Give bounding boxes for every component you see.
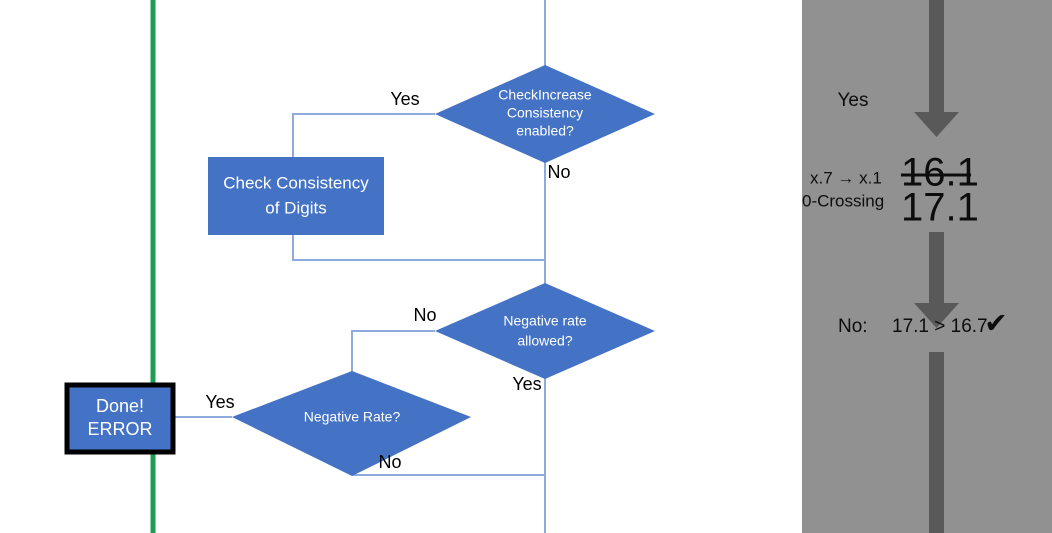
edge-label-check-increase-yes: Yes: [390, 89, 419, 109]
panel-yes-label: Yes: [838, 90, 869, 111]
node-negative-rate-allowed-shape: [435, 283, 655, 379]
node-check-increase-consistency[interactable]: CheckIncrease Consistency enabled?: [435, 65, 655, 163]
node-done-error-line-1: ERROR: [87, 419, 152, 439]
node-done-error-line-0: Done!: [96, 396, 144, 416]
node-negative-rate-allowed-line-0: Negative rate: [503, 313, 586, 329]
node-check-consistency-of-digits-line-1: of Digits: [265, 198, 326, 217]
node-check-increase-consistency-line-2: enabled?: [516, 123, 574, 139]
edge-label-negative-rate-allowed-yes: Yes: [512, 374, 541, 394]
panel-arrow-top: [914, 0, 959, 137]
panel-arrow-middle: [914, 232, 959, 328]
right-panel-group: Yes x.7 → x.1 16.1 0-Crossing 17.1 No: 1…: [802, 0, 1052, 533]
node-negative-rate-line-0: Negative Rate?: [304, 409, 401, 425]
panel-annotation-label-0: x.7 → x.1: [810, 168, 882, 187]
node-done-error[interactable]: Done! ERROR: [64, 382, 176, 455]
panel-arrow-bottom: [929, 352, 944, 533]
node-negative-rate-allowed-line-1: allowed?: [517, 333, 572, 349]
panel-annotation-value-1: 17.1: [901, 186, 979, 230]
edge-label-negative-rate-no: No: [378, 452, 401, 472]
edge-label-negative-rate-allowed-no: No: [413, 305, 436, 325]
edge-label-check-increase-no: No: [547, 162, 570, 182]
panel-annotation-value-0: 16.1: [901, 151, 979, 195]
node-check-consistency-of-digits-line-0: Check Consistency: [223, 173, 369, 192]
node-negative-rate-shape: [232, 371, 471, 476]
right-panel-background: [802, 0, 1052, 533]
panel-annotation-label-1: 0-Crossing: [802, 191, 884, 210]
panel-comparison-expression: 17.1 > 16.7: [892, 316, 988, 337]
panel-comparison-prefix: No:: [838, 316, 868, 337]
node-done-error-shape: [64, 382, 176, 455]
node-check-increase-consistency-shape: [435, 65, 655, 163]
node-negative-rate[interactable]: Negative Rate?: [232, 371, 471, 476]
node-negative-rate-allowed[interactable]: Negative rate allowed?: [435, 283, 655, 379]
node-check-increase-consistency-line-0: CheckIncrease: [498, 87, 592, 103]
check-mark-icon: ✔: [984, 307, 1007, 338]
node-check-consistency-of-digits[interactable]: Check Consistency of Digits: [208, 157, 384, 235]
edge-label-done-error-yes: Yes: [205, 392, 234, 412]
node-check-consistency-of-digits-shape: [208, 157, 384, 235]
node-check-increase-consistency-line-1: Consistency: [507, 105, 583, 121]
